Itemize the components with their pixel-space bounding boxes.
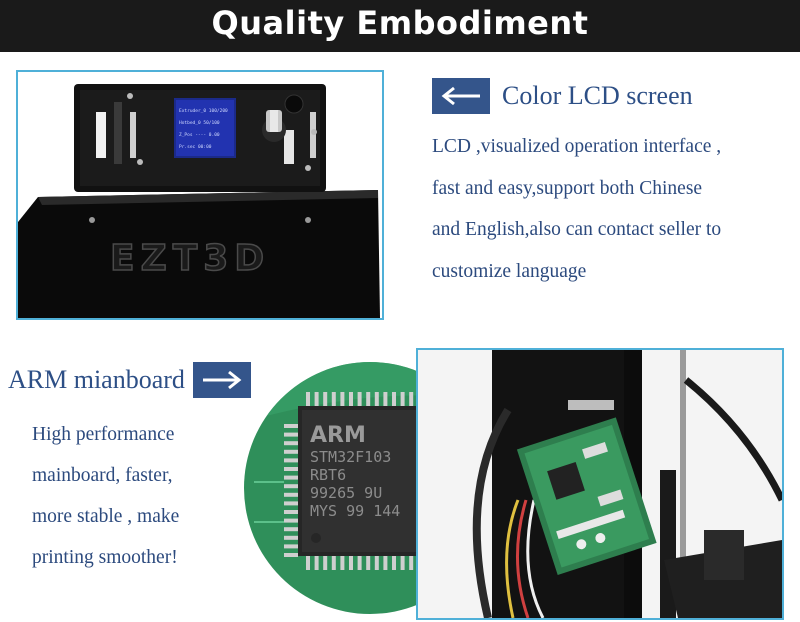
- arm-description-line: printing smoother!: [32, 547, 178, 568]
- chip-text-line-3: RBT6: [310, 466, 346, 484]
- left-arrow-icon: [432, 78, 490, 114]
- lcd-photo-illustration: Extruder_0 100/200 Hotbed_0 50/100 Z_Pos…: [18, 72, 382, 318]
- lcd-photo-logo: EZT3D: [110, 238, 270, 279]
- lcd-section-heading: Color LCD screen: [432, 78, 693, 114]
- title-banner: Quality Embodiment: [0, 0, 800, 52]
- banner-title: Quality Embodiment: [211, 4, 589, 42]
- lcd-screen-line-1: Extruder_0 100/200: [179, 108, 228, 114]
- lcd-screen-line-3: Z_Pos ---- 0.00: [179, 132, 220, 138]
- lcd-screen-line-4: Pr.sec 00:00: [179, 144, 212, 150]
- arm-description-line: more stable , make: [32, 506, 180, 527]
- lcd-description-line: and English,also can contact seller to: [432, 219, 722, 240]
- lcd-description-line: LCD ,visualized operation interface ,: [432, 136, 722, 157]
- arm-description: High performance mainboard, faster, more…: [32, 414, 232, 578]
- arm-heading-text: ARM mianboard: [8, 365, 185, 394]
- chip-text-line-2: STM32F103: [310, 448, 391, 466]
- right-arrow-icon: [192, 362, 251, 398]
- lcd-screen-line-2: Hotbed_0 50/100: [179, 120, 220, 126]
- arm-section-heading: ARM mianboard: [8, 362, 251, 398]
- arm-description-line: High performance: [32, 424, 175, 445]
- lcd-description-line: fast and easy,support both Chinese: [432, 177, 703, 199]
- lcd-heading-text: Color LCD screen: [502, 81, 693, 110]
- chip-text-line-5: MYS 99 144: [310, 502, 400, 520]
- chip-text-line-4: 99265 9U: [310, 484, 382, 502]
- printer-mainboard-photo: [416, 348, 784, 620]
- chip-text-line-1: ARM: [310, 423, 366, 448]
- lcd-description-line: customize language: [432, 260, 587, 282]
- arm-description-line: mainboard, faster,: [32, 465, 173, 486]
- printer-illustration: [418, 350, 782, 618]
- lcd-description: LCD ,visualized operation interface , fa…: [432, 126, 794, 292]
- lcd-photo: Extruder_0 100/200 Hotbed_0 50/100 Z_Pos…: [16, 70, 384, 320]
